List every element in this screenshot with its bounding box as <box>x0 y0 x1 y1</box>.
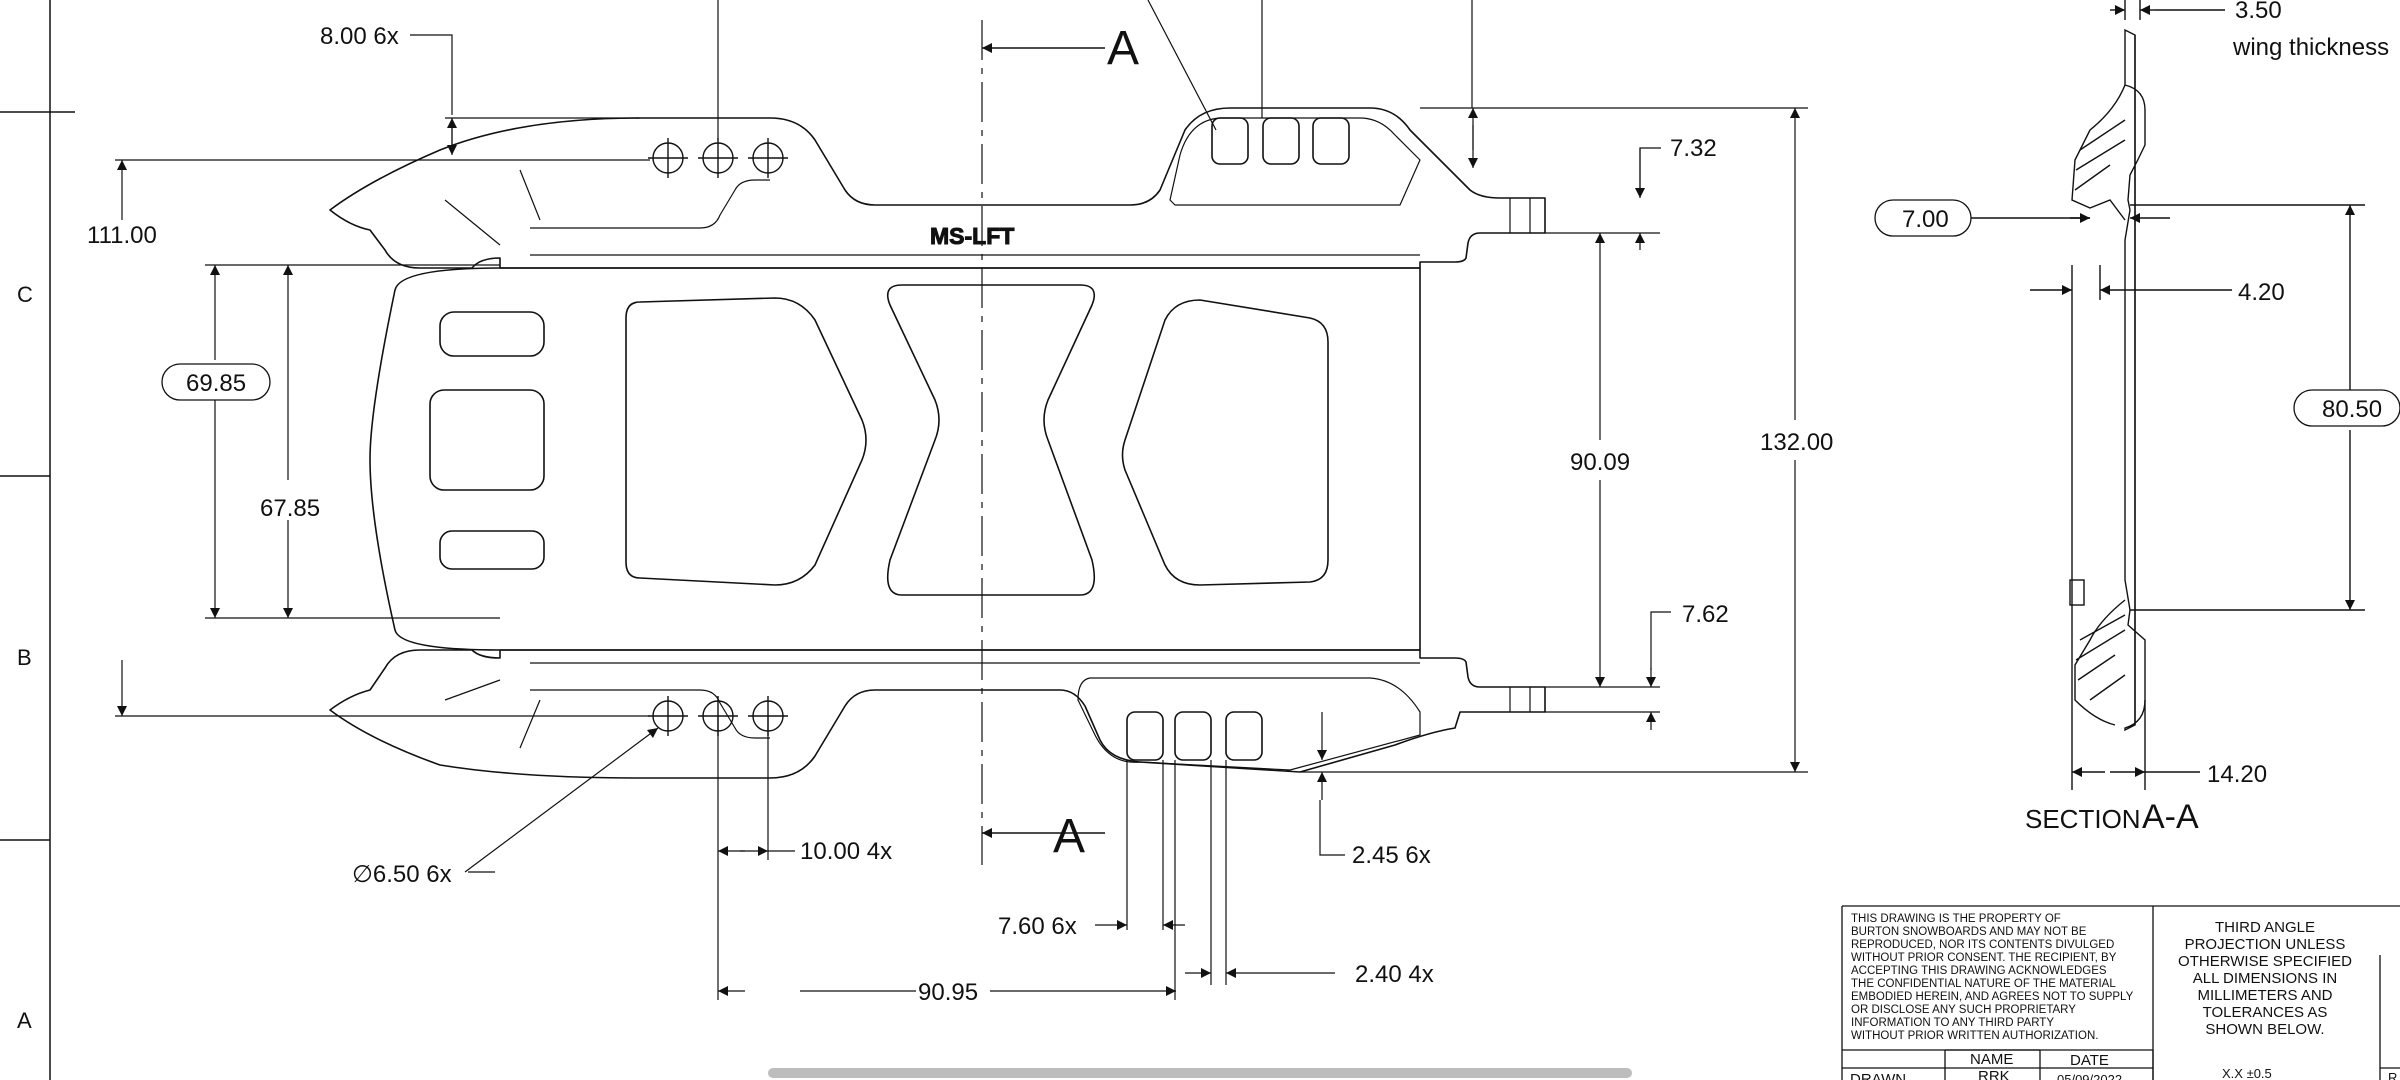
svg-text:REPRODUCED, NOR ITS CONTENTS D: REPRODUCED, NOR ITS CONTENTS DIVULGED <box>1851 939 2114 951</box>
svg-text:THIS DRAWING IS THE PROPERTY O: THIS DRAWING IS THE PROPERTY OF <box>1851 913 2061 925</box>
dim-7-32: 7.32 <box>1670 135 1717 162</box>
svg-text:EMBODIED HEREIN, AND AGREES NO: EMBODIED HEREIN, AND AGREES NOT TO SUPPL… <box>1851 991 2134 1003</box>
zone-label-a: A <box>17 1008 32 1033</box>
dim-111-00: 111.00 <box>87 222 157 249</box>
mounting-holes <box>648 138 788 736</box>
drawn-name: RRK <box>1978 1068 2010 1080</box>
svg-text:OR DISCLOSE ANY SUCH PROPRIETA: OR DISCLOSE ANY SUCH PROPRIETARY <box>1851 1004 2076 1016</box>
sec-dim-14-20: 14.20 <box>2207 761 2267 788</box>
title-block-table: NAME DATE DRAWN RRK 05/09/2022 X.X ±0.5 … <box>1850 1051 2397 1080</box>
wing-thickness-label: wing thickness <box>2232 34 2389 61</box>
svg-text:THE CONFIDENTIAL NATURE OF THE: THE CONFIDENTIAL NATURE OF THE MATERIAL <box>1851 978 2116 990</box>
svg-text:WITHOUT PRIOR CONSENT. THE REC: WITHOUT PRIOR CONSENT. THE RECIPIENT, BY <box>1851 952 2117 964</box>
sec-dim-7-00-bubble <box>1874 199 1972 237</box>
section-arrows <box>982 43 1105 838</box>
part-outline <box>329 107 1546 779</box>
dimension-labels: 8.00 6x 111.00 69.85 67.85 90.09 132.00 … <box>87 23 1833 1006</box>
dim-hole-diameter: ∅6.50 6x <box>352 861 452 888</box>
zone-border <box>0 0 75 1080</box>
col-date: DATE <box>2070 1052 2109 1069</box>
sec-dim-3-50: 3.50 <box>2235 0 2282 24</box>
dimension-lines <box>115 0 1808 1000</box>
zone-label-c: C <box>17 282 33 307</box>
drawn-date: 05/09/2022 <box>2057 1072 2122 1080</box>
dim-132-00: 132.00 <box>1760 429 1833 456</box>
dim-67-85: 67.85 <box>260 495 320 522</box>
section-marker-bottom: A <box>1053 810 1085 863</box>
svg-text:THIRD ANGLE: THIRD ANGLE <box>2215 919 2315 936</box>
dim-69-85-bubble <box>161 363 271 401</box>
section-id: A-A <box>2142 798 2199 836</box>
tolerance: X.X ±0.5 <box>2222 1066 2272 1080</box>
section-labels: 3.50 wing thickness 7.00 4.20 80.50 14.2… <box>1874 0 2400 836</box>
sec-dim-80-50: 80.50 <box>2322 396 2382 423</box>
svg-text:MILLIMETERS AND: MILLIMETERS AND <box>2197 987 2332 1004</box>
dim-10-00: 10.00 4x <box>800 838 892 865</box>
title-block <box>1841 905 2400 1080</box>
svg-text:INFORMATION TO ANY THIRD PARTY: INFORMATION TO ANY THIRD PARTY <box>1851 1017 2054 1029</box>
part-label: MS-LFT <box>930 223 1014 249</box>
section-view <box>1970 0 2365 790</box>
sec-dim-7-00: 7.00 <box>1902 206 1949 233</box>
dim-7-60: 7.60 6x <box>998 913 1077 940</box>
svg-text:PROJECTION UNLESS: PROJECTION UNLESS <box>2185 936 2346 953</box>
svg-text:BURTON SNOWBOARDS AND MAY NOT: BURTON SNOWBOARDS AND MAY NOT BE <box>1851 926 2087 938</box>
cut-label: R <box>2388 1070 2397 1080</box>
col-name: NAME <box>1970 1051 2013 1068</box>
dim-90-09: 90.09 <box>1570 449 1630 476</box>
svg-text:ALL DIMENSIONS IN: ALL DIMENSIONS IN <box>2193 970 2337 987</box>
svg-text:OTHERWISE SPECIFIED: OTHERWISE SPECIFIED <box>2178 953 2352 970</box>
dim-7-62: 7.62 <box>1682 601 1729 628</box>
dim-69-85: 69.85 <box>186 370 246 397</box>
title-block-projection: THIRD ANGLE PROJECTION UNLESS OTHERWISE … <box>2178 919 2352 1038</box>
dim-2-40: 2.40 4x <box>1355 961 1434 988</box>
title-block-notice: THIS DRAWING IS THE PROPERTY OF BURTON S… <box>1851 913 2134 1042</box>
part-cutouts <box>429 117 1350 761</box>
dim-2-45: 2.45 6x <box>1352 842 1431 869</box>
svg-text:ACCEPTING THIS DRAWING ACKNOWL: ACCEPTING THIS DRAWING ACKNOWLEDGES <box>1851 965 2107 977</box>
section-marker-top: A <box>1107 22 1139 75</box>
svg-text:SHOWN BELOW.: SHOWN BELOW. <box>2205 1021 2324 1038</box>
dim-8-00: 8.00 6x <box>320 23 399 50</box>
dim-90-95: 90.95 <box>918 979 978 1006</box>
svg-text:WITHOUT PRIOR WRITTEN AUTHORIZ: WITHOUT PRIOR WRITTEN AUTHORIZATION. <box>1851 1030 2098 1042</box>
section-title: SECTION <box>2025 804 2141 834</box>
sec-dim-4-20: 4.20 <box>2238 279 2285 306</box>
row-drawn: DRAWN <box>1850 1071 1906 1080</box>
zone-label-b: B <box>17 645 32 670</box>
sec-dim-80-50-bubble <box>2293 389 2400 427</box>
horizontal-scrollbar[interactable] <box>768 1068 1632 1078</box>
svg-text:TOLERANCES AS: TOLERANCES AS <box>2203 1004 2328 1021</box>
